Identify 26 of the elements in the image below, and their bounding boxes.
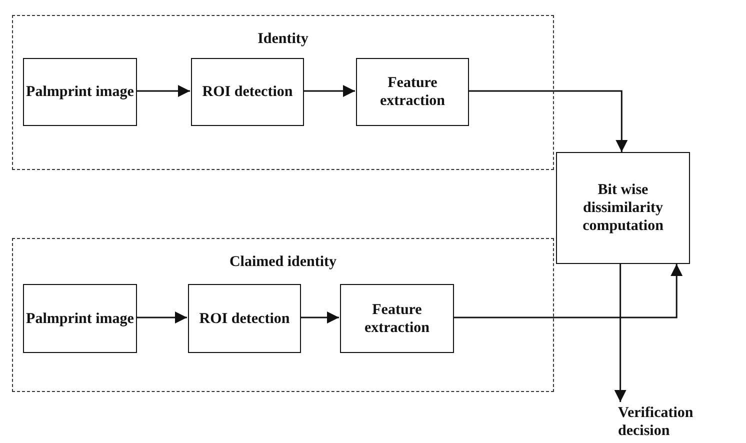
process-box [23, 284, 137, 353]
box-label: Palmprint image [26, 310, 134, 328]
arrow [614, 264, 626, 402]
box-label: Feature extraction [379, 74, 446, 110]
arrow [136, 85, 190, 97]
output-label: Verification decision [618, 404, 694, 440]
arrow [300, 312, 339, 324]
box-label: ROI detection [199, 310, 290, 328]
group-title: Claimed identity [228, 253, 338, 271]
arrow [303, 85, 355, 97]
box-label: Bit wise dissimilarity computation [582, 181, 664, 235]
process-box [556, 152, 690, 264]
dashed-group-box [12, 15, 554, 170]
arrow [468, 90, 628, 152]
process-box [340, 284, 454, 353]
box-label: Feature extraction [364, 300, 430, 336]
group-title: Identity [256, 30, 310, 48]
box-label: Palmprint image [26, 83, 134, 101]
process-box [356, 58, 469, 126]
process-box [23, 58, 137, 126]
dashed-group-box [12, 238, 554, 392]
arrow [453, 264, 683, 318]
box-label: ROI detection [202, 83, 293, 101]
arrow [136, 312, 187, 324]
process-box [188, 284, 301, 353]
process-box [191, 58, 304, 126]
